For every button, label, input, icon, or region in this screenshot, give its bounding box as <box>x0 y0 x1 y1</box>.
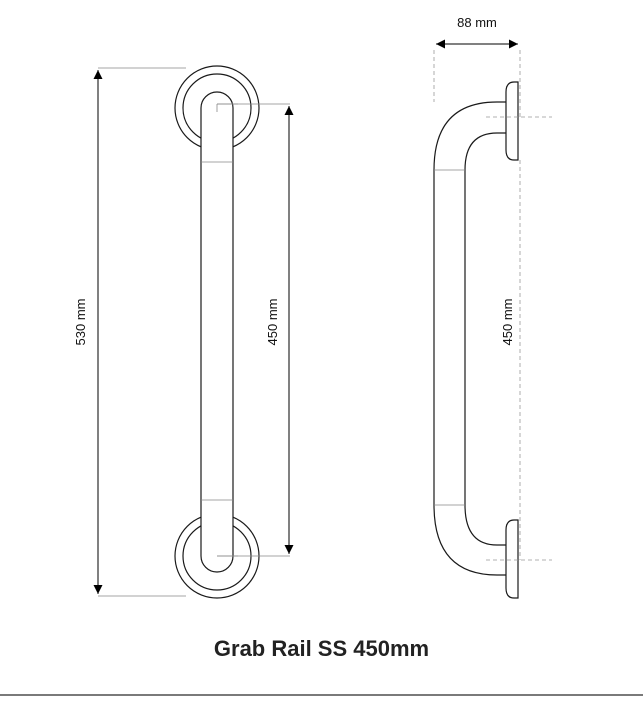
centres-front-label: 450 mm <box>265 299 280 346</box>
depth-label: 88 mm <box>457 15 497 30</box>
bottom-mount-flange <box>505 519 519 599</box>
front-view: 530 mm 450 mm <box>73 65 294 599</box>
overall-length-dimension: 530 mm <box>73 67 186 597</box>
depth-dimension: 88 mm <box>436 15 518 49</box>
product-title: Grab Rail SS 450mm <box>213 636 430 661</box>
top-mount-flange <box>505 81 519 161</box>
side-view: 88 mm 450 mm <box>433 15 552 599</box>
side-rail-outer <box>433 101 506 576</box>
centres-side-label: 450 mm <box>500 299 515 346</box>
centres-dimension-front: 450 mm <box>217 103 294 557</box>
divider <box>0 694 643 696</box>
overall-length-label: 530 mm <box>73 299 88 346</box>
